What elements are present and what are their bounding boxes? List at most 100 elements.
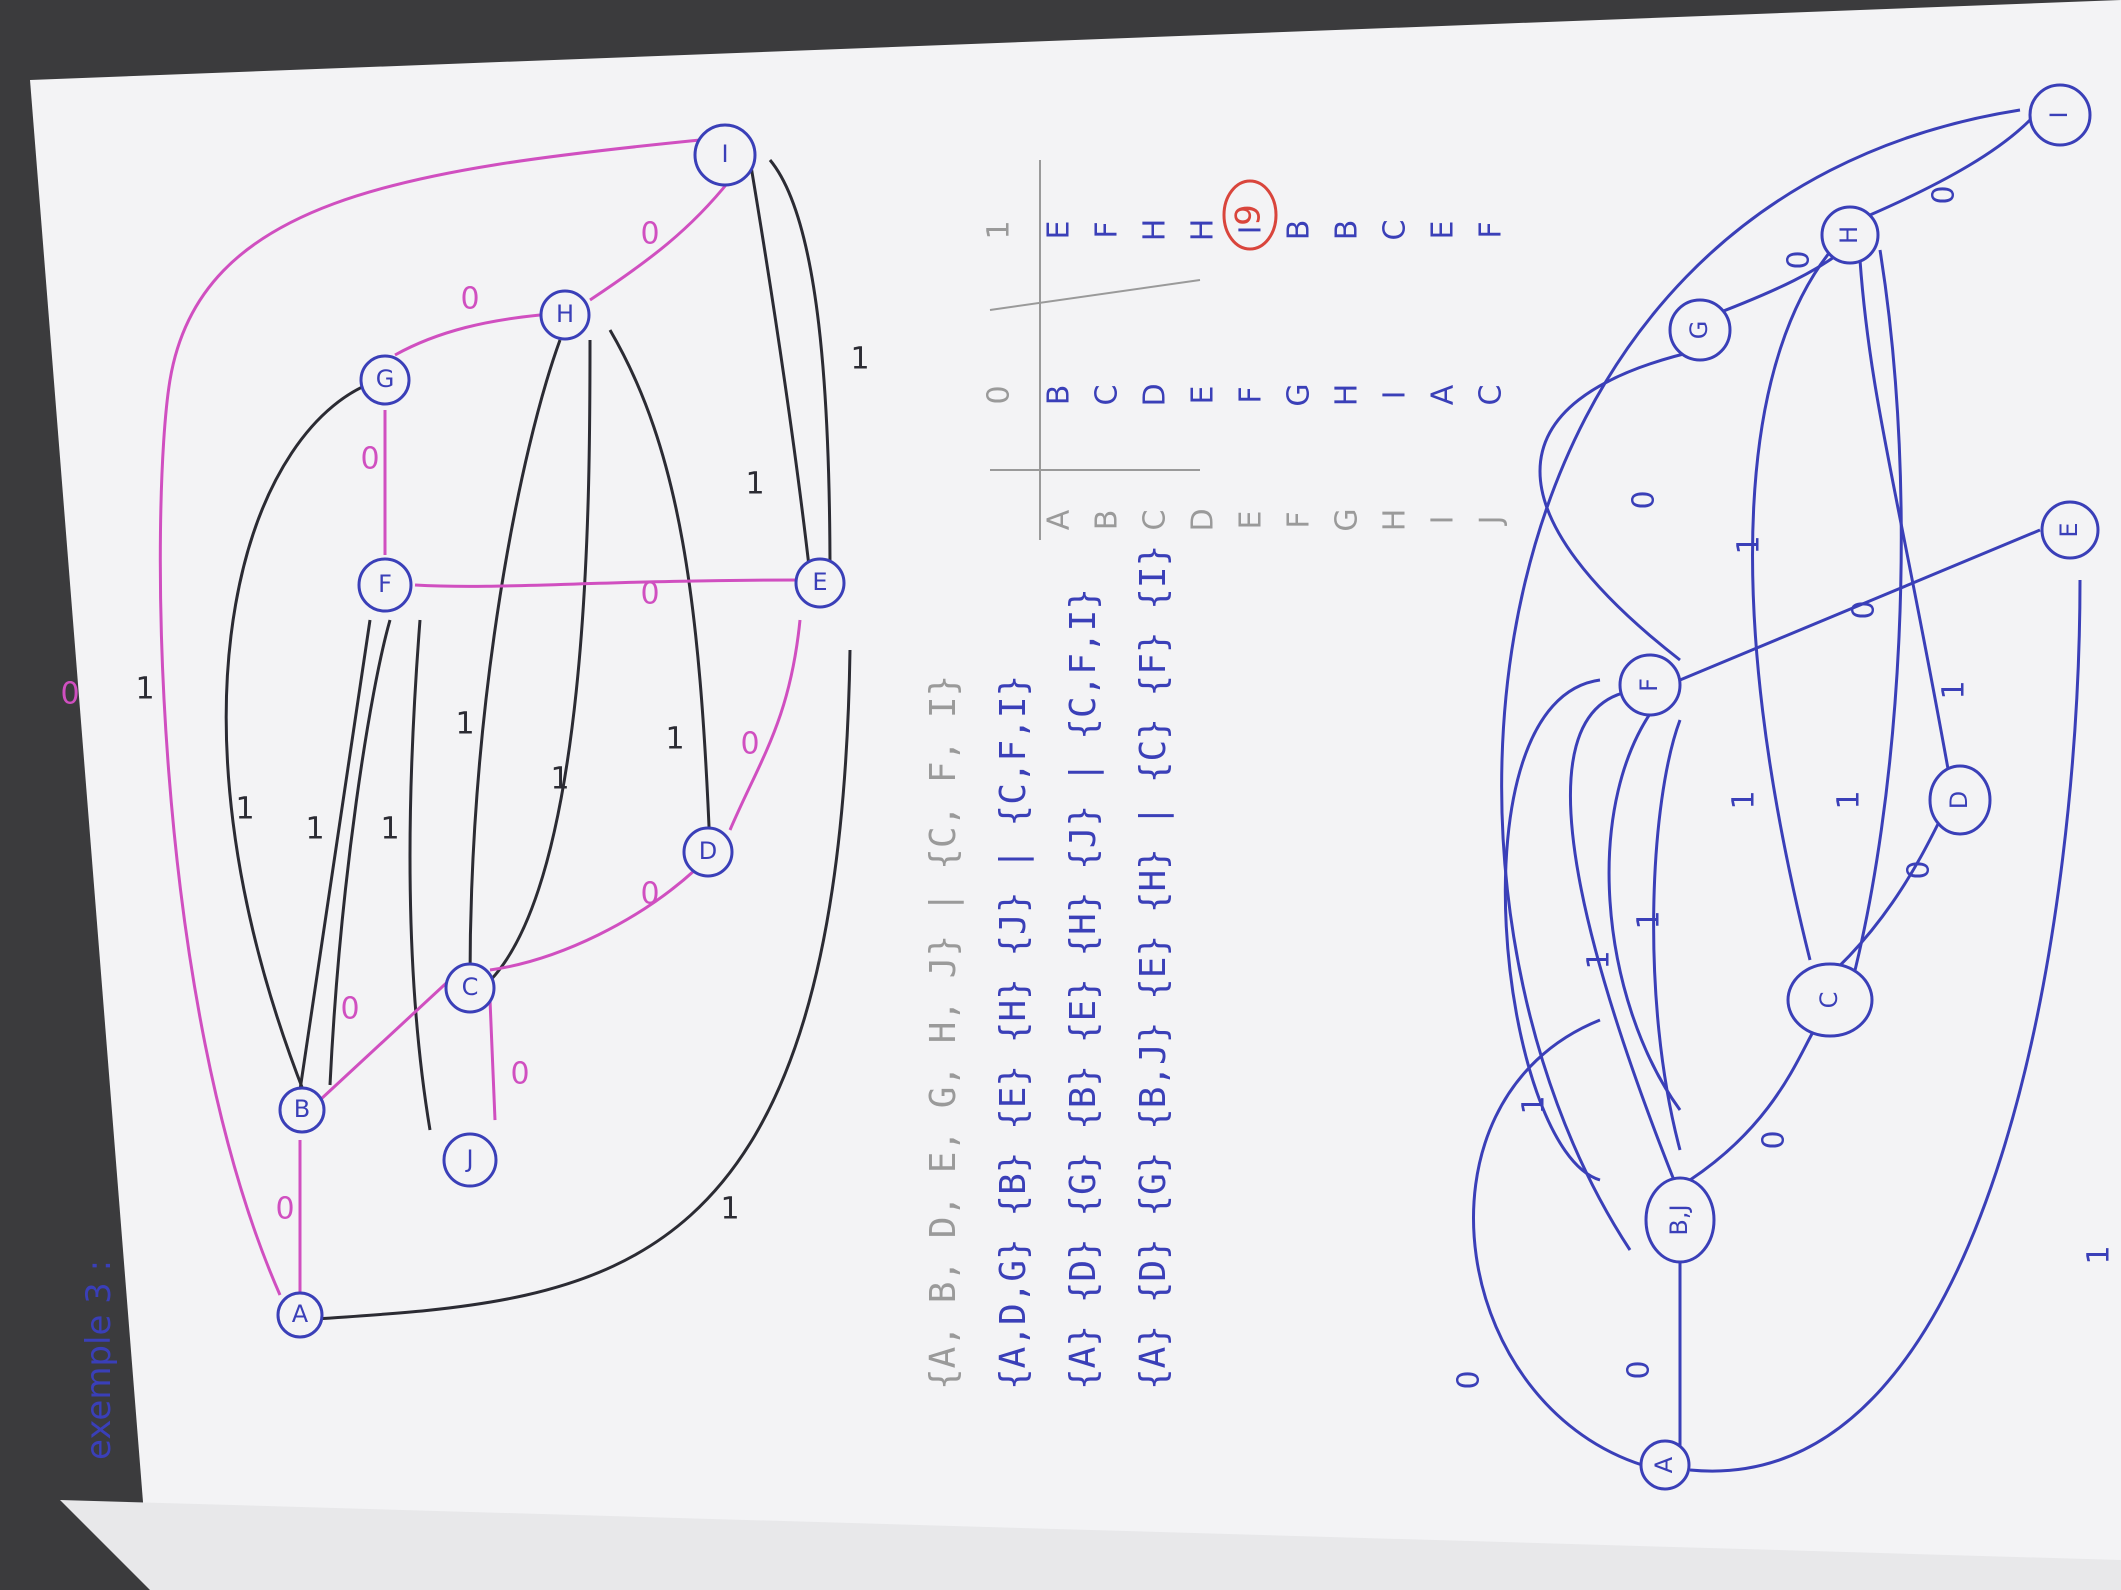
table-cell: D: [1138, 383, 1173, 406]
table-cell: G: [1330, 508, 1365, 531]
edge2-label: 1: [1732, 535, 1767, 554]
node2-a: [1639, 1439, 1691, 1491]
node-c-label: C: [462, 973, 479, 1001]
edge2-label: 0: [1782, 250, 1817, 269]
edge2-label: 1: [2082, 1245, 2117, 1264]
table-cell: F: [1234, 386, 1269, 403]
partition-line-3: {A} {D} {G} {B,J} {E} {H} | {C} {F} {I}: [1133, 545, 1174, 1390]
table-cell: D: [1186, 508, 1221, 531]
node-f-label: F: [378, 570, 392, 598]
table-cell: B: [1282, 220, 1317, 241]
edge2-label: 1: [1632, 910, 1667, 929]
node-a: [276, 1291, 324, 1339]
edge-label: 0: [740, 727, 759, 762]
table-cell: C: [1474, 385, 1509, 406]
table-cell: A: [1042, 509, 1077, 530]
node2-i: [2028, 83, 2092, 147]
edge-label: 1: [455, 707, 474, 742]
table-header-cell: 0: [982, 385, 1017, 404]
edge-label: 0: [460, 282, 479, 317]
edge-label: 1: [135, 672, 154, 707]
table-cell: I: [1378, 391, 1413, 400]
node2-h-label: H: [1835, 226, 1863, 244]
node2-c-label: C: [1815, 992, 1843, 1009]
table-cell: H: [1378, 509, 1413, 532]
table-cell: I: [1234, 226, 1269, 235]
edge-label: 1: [235, 792, 254, 827]
node2-bj-label: B,J: [1665, 1204, 1693, 1235]
node2-f-label: F: [1635, 678, 1663, 692]
edge2-label: 0: [1927, 185, 1962, 204]
node2-h: [1820, 205, 1880, 265]
edge2-label: 1: [1832, 790, 1867, 809]
node-h-label: H: [556, 300, 574, 328]
table-cell: J: [1474, 516, 1509, 527]
graph-2-nodes: [1618, 83, 2100, 1491]
table-cell: C: [1378, 220, 1413, 241]
edge2-label: 0: [1757, 1130, 1792, 1149]
node-e: [794, 557, 846, 609]
node2-f: [1618, 653, 1682, 717]
node-c: [444, 962, 496, 1014]
edge-label: 0: [360, 442, 379, 477]
table-cell: F: [1474, 221, 1509, 238]
node-g-label: G: [376, 365, 395, 393]
graph-1-nodes: [276, 123, 846, 1339]
edge2-label: 1: [1937, 680, 1972, 699]
partition-line-1: {A,D,G} {B} {E} {H} {J} | {C,F,I}: [993, 675, 1034, 1390]
partition-steps: {A, B, D, E, G, H, J} | {C, F, I} {A,D,G…: [923, 545, 1174, 1390]
node-f: [357, 557, 413, 613]
edge2-label: 1: [1517, 1095, 1552, 1114]
edge-label: 1: [665, 722, 684, 757]
edge-label: 0: [640, 217, 659, 252]
node-h: [539, 289, 591, 341]
table-cell: E: [1042, 221, 1077, 240]
edge-label: 0: [340, 992, 359, 1027]
node2-a-label: A: [1650, 1456, 1678, 1473]
page-number: 9: [1229, 204, 1269, 226]
node-d: [682, 826, 734, 878]
transition-table: [989, 160, 1201, 540]
node-b: [278, 1086, 326, 1134]
node2-e: [2040, 500, 2100, 560]
table-cell: B: [1330, 220, 1365, 241]
table-cell: E: [1234, 511, 1269, 530]
table-cell: B: [1090, 510, 1125, 531]
node2-g-label: G: [1685, 321, 1713, 340]
edge-label: 1: [850, 342, 869, 377]
node2-i-label: I: [2045, 111, 2073, 118]
node-i: [693, 123, 757, 187]
table-cell: I: [1426, 516, 1461, 525]
edge-label: 0: [275, 1192, 294, 1227]
table-cell: H: [1138, 219, 1173, 242]
table-cell: C: [1138, 510, 1173, 531]
table-cell: C: [1090, 385, 1125, 406]
node-j-label: J: [464, 1145, 473, 1173]
graph-2: [1472, 108, 2082, 1473]
table-cell: B: [1042, 385, 1077, 406]
page-title: exemple 3 :: [79, 1260, 119, 1460]
table-cell: F: [1282, 511, 1317, 528]
page-number-badge: 9: [1222, 179, 1278, 251]
edge2-label: 0: [1847, 600, 1882, 619]
edge2-label: 0: [1622, 1360, 1657, 1379]
edge-label: 1: [720, 1192, 739, 1227]
node2-c: [1786, 962, 1874, 1038]
node-j: [442, 1132, 498, 1188]
node-i-label: I: [721, 140, 728, 168]
node2-g: [1668, 298, 1732, 362]
node2-d-label: D: [1945, 791, 1973, 809]
partition-line-0: {A, B, D, E, G, H, J} | {C, F, I}: [923, 675, 964, 1390]
partition-line-2: {A} {D} {G} {B} {E} {H} {J} | {C,F,I}: [1063, 588, 1104, 1390]
table-cell: G: [1282, 383, 1317, 406]
edge-label: 1: [550, 762, 569, 797]
edge-label: 0: [640, 877, 659, 912]
node2-bj: [1644, 1176, 1716, 1264]
edge2-label: 0: [1452, 1370, 1487, 1389]
edge-label: 1: [305, 812, 324, 847]
table-cell: H: [1186, 219, 1221, 242]
edge2-label: 0: [1902, 860, 1937, 879]
table-cell: F: [1090, 221, 1125, 238]
